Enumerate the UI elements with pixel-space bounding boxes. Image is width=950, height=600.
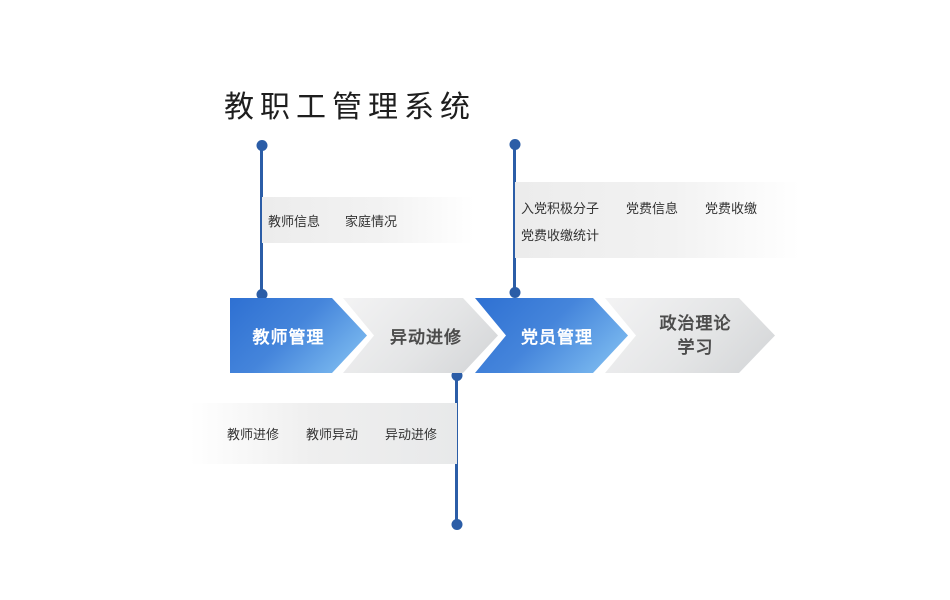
step-teacher-management: 教师管理	[230, 298, 367, 373]
connector-line-party	[509, 139, 520, 298]
callout-party-info: 入党积极分子 党费信息 党费收缴 党费收缴统计	[515, 182, 800, 258]
connector-dot	[509, 287, 520, 298]
callout-item-party-fee-collection: 党费收缴	[705, 201, 758, 216]
step-label-line-2: 学习	[677, 337, 714, 357]
page-title: 教职工管理系统	[224, 91, 476, 124]
step-political-theory-study: 政治理论 学习	[605, 298, 775, 373]
callout-item-teacher-info: 教师信息	[268, 213, 321, 229]
step-label: 政治理论 学习	[660, 312, 732, 360]
callout-party-row-1: 入党积极分子 党费信息 党费收缴	[521, 195, 800, 222]
step-label: 教师管理	[252, 328, 325, 347]
callout-item-teacher-training: 教师进修	[226, 427, 279, 442]
callout-party-row-2: 党费收缴统计	[521, 222, 800, 249]
connector-dot	[451, 370, 462, 381]
callout-item-transfer-training: 异动进修	[384, 427, 437, 442]
step-label: 异动进修	[390, 328, 462, 347]
step-label: 党员管理	[521, 328, 593, 347]
callout-item-family-info: 家庭情况	[345, 213, 398, 229]
callout-transfer-info: 教师进修 教师异动 异动进修	[190, 403, 457, 464]
connector-dot	[256, 140, 267, 151]
callout-item-party-fee-statistics: 党费收缴统计	[521, 228, 600, 243]
connector-line-teacher	[256, 140, 267, 300]
callout-teacher-info: 教师信息 家庭情况	[262, 197, 474, 243]
callout-item-teacher-transfer: 教师异动	[305, 427, 358, 442]
connector-dot	[509, 139, 520, 150]
connector-dot	[451, 519, 462, 530]
step-label-line-1: 政治理论	[659, 313, 732, 333]
connector-dot	[256, 289, 267, 300]
callout-item-party-fee-info: 党费信息	[626, 201, 679, 216]
callout-item-party-activist: 入党积极分子	[521, 201, 600, 216]
step-party-management: 党员管理	[475, 298, 628, 373]
